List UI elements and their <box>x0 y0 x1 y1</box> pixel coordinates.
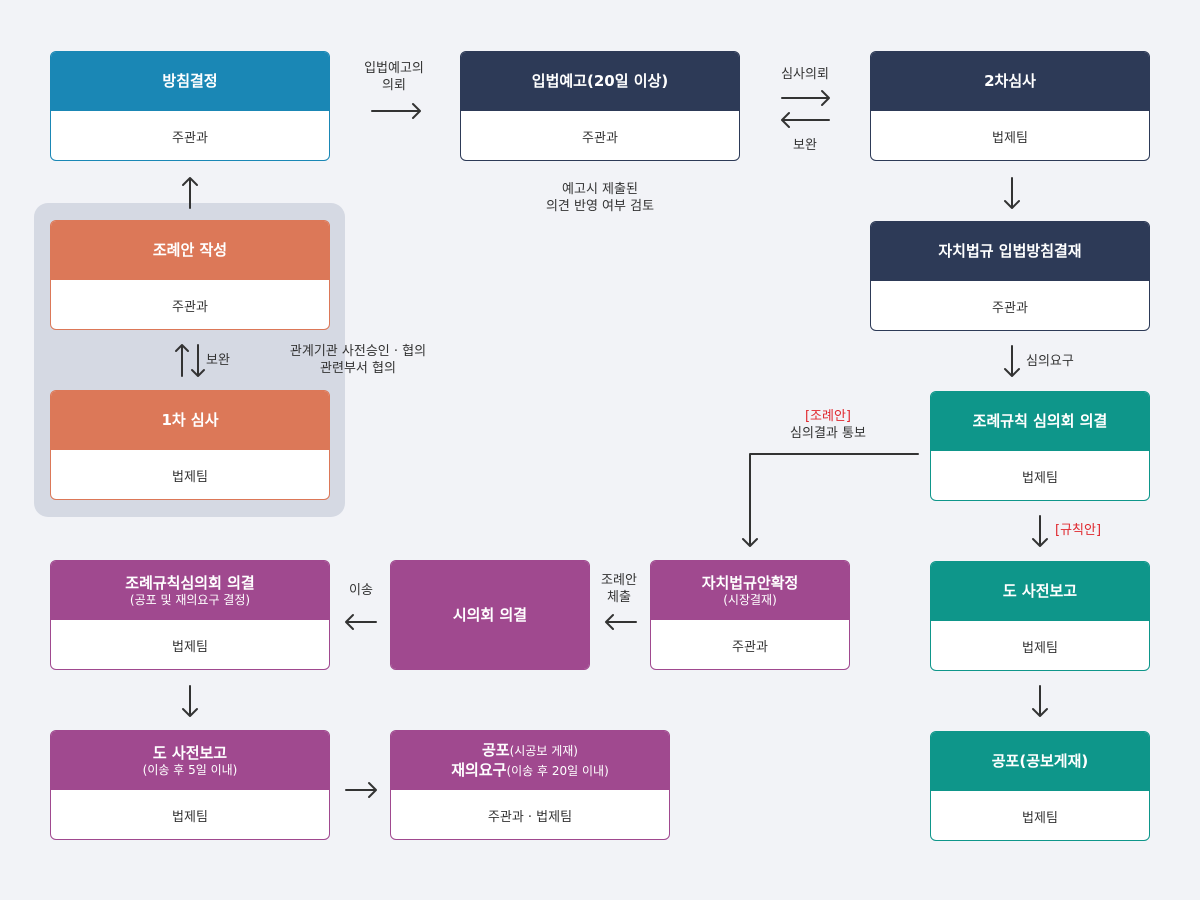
policy-approval-owner: 주관과 <box>992 300 1028 316</box>
publication-right-title: 공포(공보게재) <box>931 732 1149 791</box>
label-prior-1: 관계기관 사전승인 · 협의 <box>289 344 427 359</box>
committee-decision-box: 조례규칙심의회 의결 (공포 및 재의요구 결정) 법제팀 <box>50 560 330 670</box>
publication-left-header: 공포(시공보 게재) 재의요구(이송 후 20일 이내) <box>391 731 669 790</box>
publication-left-line1: 공포(시공보 게재) <box>482 741 578 761</box>
province-report-left-header: 도 사전보고 (이송 후 5일 이내) <box>51 731 329 790</box>
label-notice-note: 예고시 제출된 의견 반영 여부 검토 <box>500 181 700 215</box>
province-report-right-box: 도 사전보고 법제팀 <box>930 561 1150 671</box>
legislative-notice-box: 입법예고(20일 이상) 주관과 <box>460 51 740 161</box>
label-notice-request-2: 의뢰 <box>382 78 406 93</box>
arrow-submit <box>605 614 637 630</box>
arrow-policy-to-notice <box>371 103 421 119</box>
second-review-title: 2차심사 <box>871 52 1149 111</box>
finalize-owner: 주관과 <box>732 639 768 655</box>
label-notice-note-1: 예고시 제출된 <box>562 182 638 197</box>
finalize-title: 자치법규안확정 <box>701 573 799 592</box>
policy-decision-title: 방침결정 <box>51 52 329 111</box>
committee-decision-owner: 법제팀 <box>172 639 208 655</box>
province-report-left-box: 도 사전보고 (이송 후 5일 이내) 법제팀 <box>50 730 330 840</box>
policy-approval-box: 자치법규 입법방침결재 주관과 <box>870 221 1150 331</box>
label-notice-request-1: 입법예고의 <box>364 61 424 76</box>
publication-left-owner: 주관과 · 법제팀 <box>487 809 573 825</box>
label-supplement-left: 보완 <box>206 353 230 368</box>
publication-right-box: 공포(공보게재) 법제팀 <box>930 731 1150 841</box>
label-deliberation-request: 심의요구 <box>1026 354 1074 369</box>
committee-decision-title: 조례규칙심의회 의결 <box>125 573 255 592</box>
publication-left-line2-sub: (이송 후 20일 이내) <box>506 763 609 778</box>
arrow-transfer <box>345 614 377 630</box>
arrow-report-to-publish <box>1032 685 1048 717</box>
finalize-header: 자치법규안확정 (시장결재) <box>651 561 849 620</box>
draft-writing-title: 조례안 작성 <box>51 221 329 280</box>
arrow-committee2-to-report <box>182 685 198 717</box>
first-review-box: 1차 심사 법제팀 <box>50 390 330 500</box>
draft-writing-owner: 주관과 <box>172 299 208 315</box>
committee-decision-subtitle: (공포 및 재의요구 결정) <box>129 592 251 607</box>
label-prior-consultation: 관계기관 사전승인 · 협의 관련부서 협의 <box>268 343 448 377</box>
second-review-owner: 법제팀 <box>992 130 1028 146</box>
council-resolution-box: 시의회 의결 <box>390 560 590 670</box>
finalize-box: 자치법규안확정 (시장결재) 주관과 <box>650 560 850 670</box>
label-ordinance-tag: [조례안] <box>804 409 852 424</box>
label-notice-note-2: 의견 반영 여부 검토 <box>545 199 655 214</box>
label-result-notice-text: 심의결과 통보 <box>790 426 866 441</box>
first-review-owner: 법제팀 <box>172 469 208 485</box>
label-submit: 조례안 체출 <box>592 572 646 606</box>
arrow-draft-up <box>175 344 189 377</box>
label-submit-1: 조례안 <box>601 573 637 588</box>
label-notice-request: 입법예고의 의뢰 <box>346 60 442 94</box>
label-review-request: 심사의뢰 <box>781 67 829 82</box>
committee-decision-header: 조례규칙심의회 의결 (공포 및 재의요구 결정) <box>51 561 329 620</box>
publication-left-box: 공포(시공보 게재) 재의요구(이송 후 20일 이내) 주관과 · 법제팀 <box>390 730 670 840</box>
arrow-review-request <box>781 90 830 106</box>
draft-writing-box: 조례안 작성 주관과 <box>50 220 330 330</box>
arrow-committee-to-report <box>1032 515 1048 547</box>
committee-resolution-owner: 법제팀 <box>1022 470 1058 486</box>
publication-left-line2: 재의요구(이송 후 20일 이내) <box>451 761 609 781</box>
province-report-left-subtitle: (이송 후 5일 이내) <box>142 762 238 777</box>
arrow-approval-to-committee <box>1004 345 1020 377</box>
committee-resolution-box: 조례규칙 심의회 의결 법제팀 <box>930 391 1150 501</box>
label-supplement: 보완 <box>793 138 817 153</box>
arrow-report-to-publication <box>345 782 377 798</box>
label-submit-2: 체출 <box>607 590 631 605</box>
policy-decision-owner: 주관과 <box>172 130 208 146</box>
arrow-second-to-approval <box>1004 177 1020 209</box>
province-report-left-title: 도 사전보고 <box>152 743 228 762</box>
publication-left-line1-sub: (시공보 게재) <box>509 743 578 758</box>
label-transfer: 이송 <box>349 583 373 598</box>
legislative-notice-title: 입법예고(20일 이상) <box>461 52 739 111</box>
label-rule-tag: [규칙안] <box>1055 523 1102 538</box>
province-report-right-owner: 법제팀 <box>1022 640 1058 656</box>
first-review-title: 1차 심사 <box>51 391 329 450</box>
arrow-draft-down <box>191 344 205 377</box>
publication-left-line1-bold: 공포 <box>482 740 510 759</box>
finalize-subtitle: (시장결재) <box>723 592 777 607</box>
arrow-result-notice <box>742 453 919 547</box>
label-result-notice: [조례안] 심의결과 통보 <box>770 408 886 442</box>
publication-right-owner: 법제팀 <box>1022 810 1058 826</box>
arrow-draft-to-policy <box>182 177 198 209</box>
label-prior-2: 관련부서 협의 <box>320 361 396 376</box>
publication-left-line2-bold: 재의요구 <box>451 760 507 779</box>
legislative-notice-owner: 주관과 <box>582 130 618 146</box>
policy-decision-box: 방침결정 주관과 <box>50 51 330 161</box>
council-resolution-title: 시의회 의결 <box>391 561 589 669</box>
policy-approval-title: 자치법규 입법방침결재 <box>871 222 1149 281</box>
committee-resolution-title: 조례규칙 심의회 의결 <box>931 392 1149 451</box>
province-report-left-owner: 법제팀 <box>172 809 208 825</box>
province-report-right-title: 도 사전보고 <box>931 562 1149 621</box>
second-review-box: 2차심사 법제팀 <box>870 51 1150 161</box>
arrow-supplement <box>781 112 830 128</box>
